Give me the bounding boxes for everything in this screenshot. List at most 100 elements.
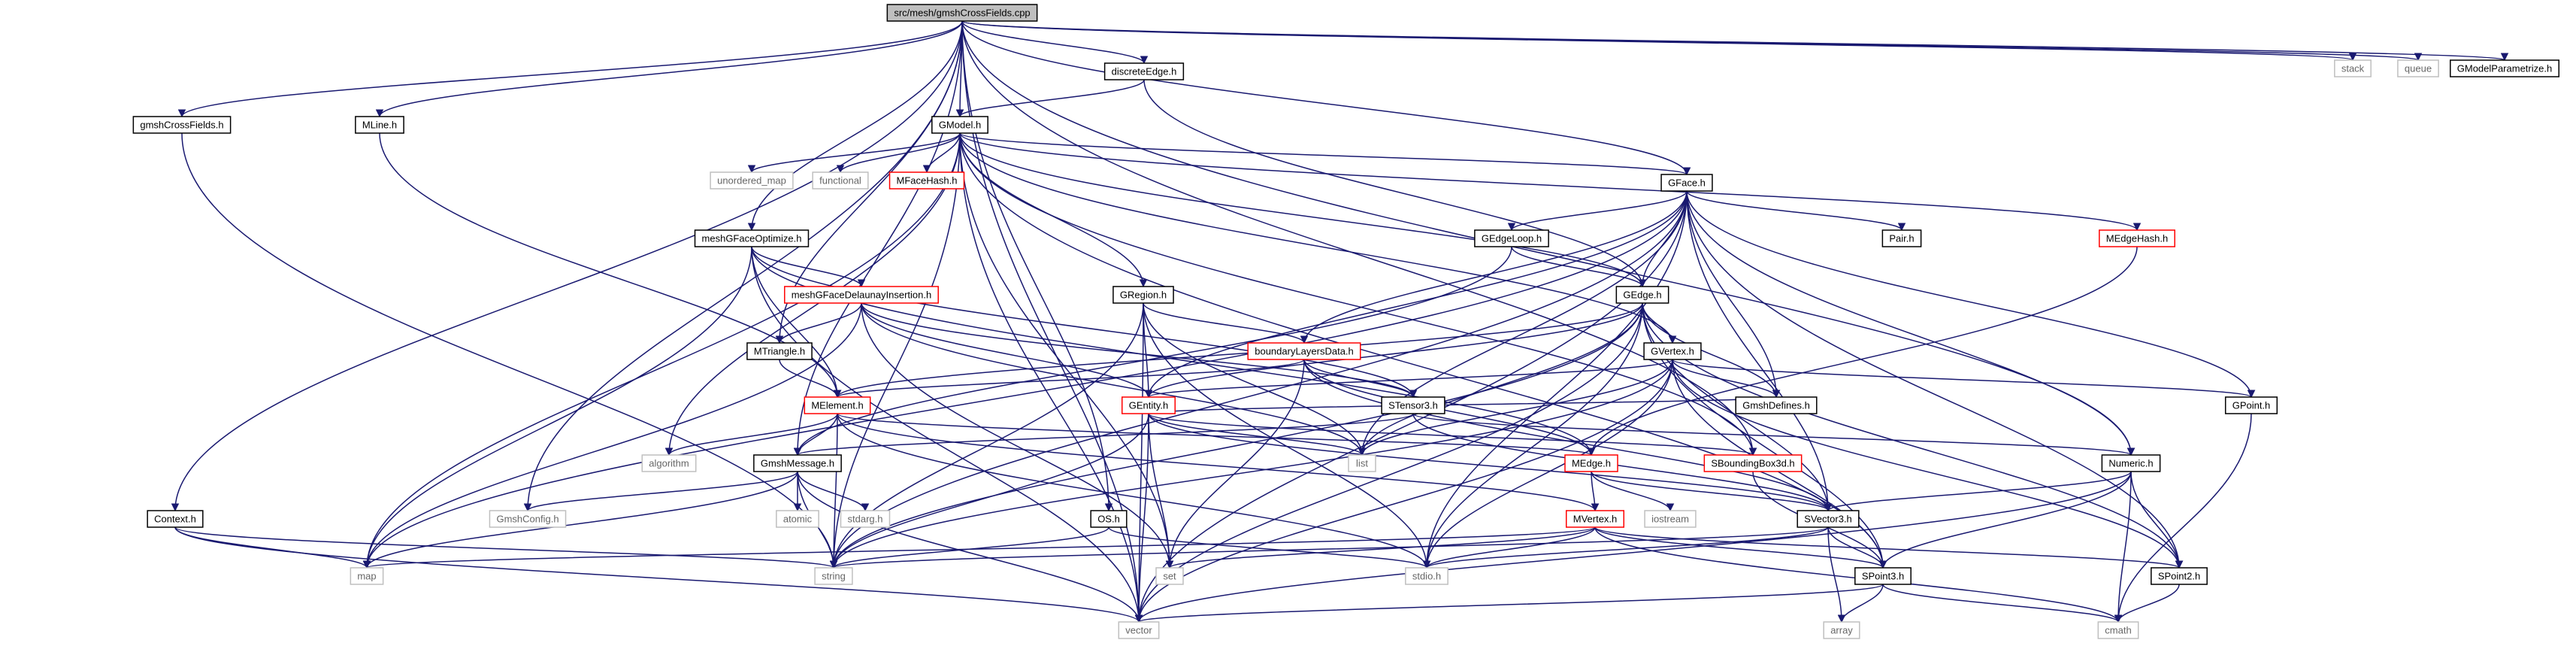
node-box (1118, 621, 1160, 639)
node-gedgeloop-h[interactable]: GEdgeLoop.h (1474, 229, 1549, 247)
node-box (1155, 567, 1184, 585)
node-os-h[interactable]: OS.h (1090, 510, 1128, 528)
node-discreteedge-h[interactable]: discreteEdge.h (1103, 62, 1185, 80)
node-gentity-h[interactable]: GEntity.h (1121, 396, 1176, 414)
node-mfacehash-h[interactable]: MFaceHash.h (888, 171, 965, 190)
edge-gmodel-to-gface (959, 132, 1691, 176)
node-label: SPoint3.h (1862, 571, 1904, 582)
node-box (888, 171, 965, 190)
node-box (840, 510, 891, 528)
node-box (2099, 229, 2175, 247)
node-label: GmshDefines.h (1742, 400, 1810, 411)
node-cmath: cmath (2097, 621, 2139, 639)
edge-stensor3-to-gmshmessage (794, 413, 1414, 456)
node-gregion-h[interactable]: GRegion.h (1112, 286, 1174, 304)
node-medgehash-h[interactable]: MEdgeHash.h (2099, 229, 2175, 247)
node-stdarg-h: stdarg.h (840, 510, 891, 528)
node-pair-h[interactable]: Pair.h (1881, 229, 1922, 247)
edge-gface-to-gpoint (1686, 190, 2256, 399)
node-label: MVertex.h (1573, 514, 1618, 525)
node-box (886, 4, 1038, 22)
node-box (804, 396, 871, 414)
edges-layer (171, 20, 2508, 623)
edge-gentity-to-string (829, 413, 1149, 569)
node-spoint2-h[interactable]: SPoint2.h (2151, 567, 2208, 585)
node-spoint3-h[interactable]: SPoint3.h (1854, 567, 1912, 585)
edge-root-to-gmshconfig (523, 20, 963, 512)
node-label: discreteEdge.h (1112, 66, 1177, 77)
node-label: Numeric.h (2108, 458, 2153, 469)
node-gface-h[interactable]: GFace.h (1660, 174, 1713, 192)
edge-gmodel-to-vector (959, 132, 1143, 623)
node-label: stdio.h (1412, 571, 1441, 582)
node-src-mesh-gmshcrossfields-cpp[interactable]: src/mesh/gmshCrossFields.cpp (886, 4, 1038, 22)
node-label: MElement.h (811, 400, 863, 411)
node-context-h[interactable]: Context.h (147, 510, 204, 528)
nodes-layer: src/mesh/gmshCrossFields.cpp discreteEdge… (132, 4, 2559, 639)
edge-gvertex-to-string (829, 359, 1673, 569)
node-label: SPoint2.h (2158, 571, 2200, 582)
node-box (2101, 454, 2161, 472)
node-svector3-h[interactable]: SVector3.h (1797, 510, 1860, 528)
node-gvertex-h[interactable]: GVertex.h (1643, 342, 1702, 360)
node-meshgfacedelaunayinsertion-h[interactable]: meshGFaceDelaunayInsertion.h (784, 286, 939, 304)
edge-melement-to-stdio (837, 413, 1431, 569)
node-box (1660, 174, 1713, 192)
edge-spoint3-to-cmath (1882, 584, 2123, 623)
node-box (1644, 510, 1697, 528)
node-vector: vector (1118, 621, 1160, 639)
node-box (1854, 567, 1912, 585)
node-gpoint-h[interactable]: GPoint.h (2224, 396, 2278, 414)
edge-numeric-to-cmath (2114, 471, 2132, 623)
edge-gregion-to-vector (1134, 302, 1144, 623)
node-gmshmessage-h[interactable]: GmshMessage.h (753, 454, 842, 472)
node-label: unordered_map (717, 175, 786, 187)
edge-melement-to-mvertex (837, 413, 1600, 512)
node-boundarylayersdata-h[interactable]: boundaryLayersData.h (1247, 342, 1361, 360)
node-mtriangle-h[interactable]: MTriangle.h (746, 342, 813, 360)
node-numeric-h[interactable]: Numeric.h (2101, 454, 2161, 472)
node-box (812, 171, 869, 190)
node-box (1703, 454, 1803, 472)
node-box (784, 286, 939, 304)
node-label: MTriangle.h (754, 346, 805, 357)
edge-gedge-to-gmshdefines (1642, 302, 1781, 399)
edge-spoint2-to-cmath (2114, 584, 2180, 623)
edge-gedge-to-gentity (1144, 302, 1643, 399)
edge-gedge-to-stdio (1422, 302, 1643, 569)
node-mvertex-h[interactable]: MVertex.h (1565, 510, 1625, 528)
node-gmodel-h[interactable]: GModel.h (931, 116, 988, 134)
node-mline-h[interactable]: MLine.h (355, 116, 404, 134)
node-label: GVertex.h (1651, 346, 1694, 357)
node-medge-h[interactable]: MEdge.h (1564, 454, 1618, 472)
edge-gface-to-gentity (1144, 190, 1688, 399)
node-gmshcrossfields-h[interactable]: gmshCrossFields.h (132, 116, 232, 134)
edge-root-to-discreteedge (961, 20, 1149, 65)
edge-gmodel-to-set (959, 132, 1174, 569)
edge-root-to-gmshmessage (793, 20, 963, 456)
edge-gmodel-to-medgehash (959, 132, 2141, 232)
edge-svector3-to-string (830, 526, 1829, 569)
edge-mtriangle-to-melement (779, 359, 842, 399)
edge-melement-to-algorithm (664, 413, 838, 456)
edge-gface-to-gmshdefines (1686, 190, 1781, 399)
node-set: set (1155, 567, 1184, 585)
edge-numeric-to-spoint3 (1878, 471, 2132, 569)
node-melement-h[interactable]: MElement.h (804, 396, 871, 414)
node-gmshdefines-h[interactable]: GmshDefines.h (1735, 396, 1818, 414)
edge-gmodel-to-map (362, 132, 961, 569)
node-gedge-h[interactable]: GEdge.h (1615, 286, 1669, 304)
node-stensor3-h[interactable]: STensor3.h (1381, 396, 1445, 414)
edge-gvertex-to-gpoint (1672, 359, 2255, 399)
node-meshgfaceoptimize-h[interactable]: meshGFaceOptimize.h (694, 229, 810, 247)
node-box (489, 510, 567, 528)
node-gmodelparametrize-h[interactable]: GModelParametrize.h (2450, 59, 2559, 77)
node-box (2397, 59, 2439, 77)
edge-root-to-os (961, 20, 1113, 512)
node-list: list (1348, 454, 1376, 472)
node-label: GEntity.h (1129, 400, 1169, 411)
edge-gedge-to-melement (833, 302, 1643, 399)
edge-root-to-gface (961, 20, 1691, 176)
node-label: GmshConfig.h (496, 514, 558, 525)
node-sboundingbox3d-h[interactable]: SBoundingBox3d.h (1703, 454, 1803, 472)
